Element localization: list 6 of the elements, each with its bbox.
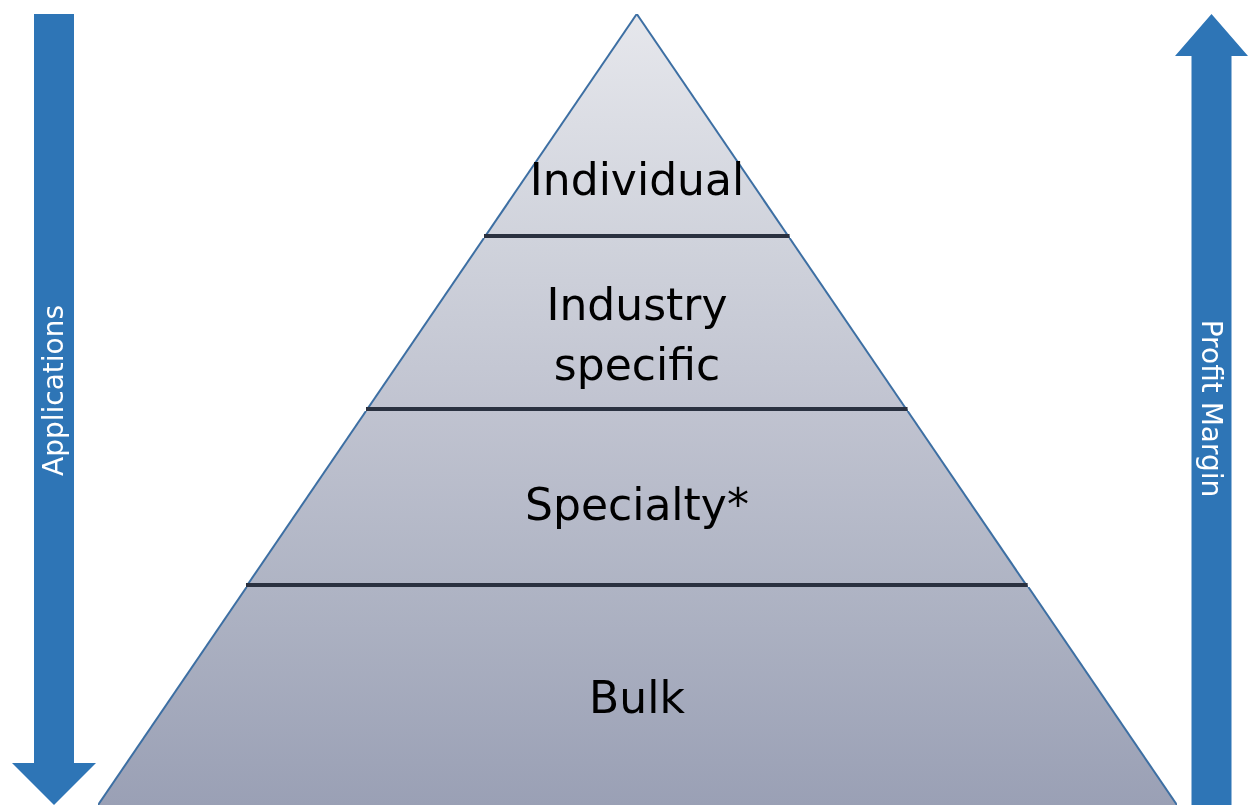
tier-label: Specialty* <box>524 478 750 532</box>
tier-label: Industry specific <box>545 278 729 392</box>
arrow-label: Profit Margin <box>1195 319 1228 497</box>
tier-label: Bulk <box>588 671 686 725</box>
arrow-label: Applications <box>37 304 71 476</box>
tier-label: Individual <box>528 153 746 207</box>
